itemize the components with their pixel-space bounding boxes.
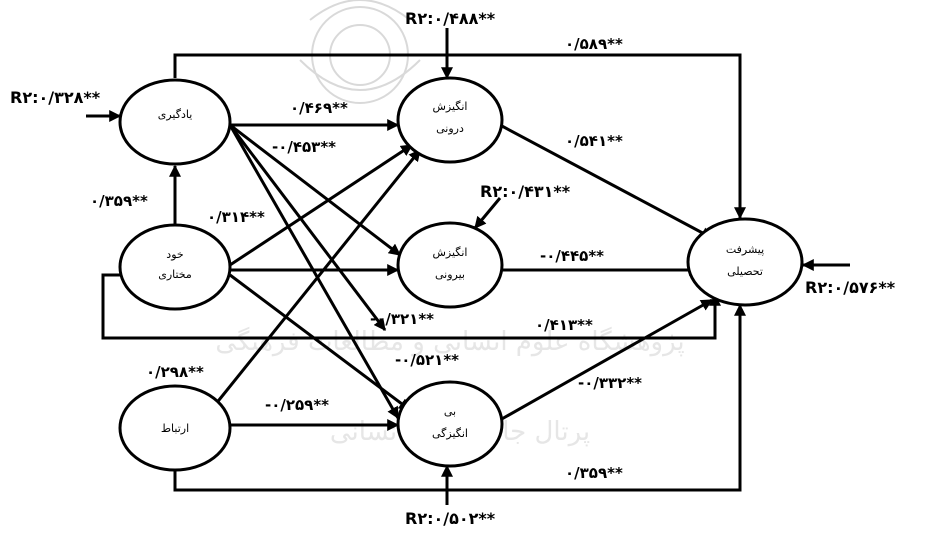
path-relatedness-intrinsic <box>213 149 422 406</box>
path-relatedness-achievement <box>173 303 746 492</box>
coef-learning-amotivation: -۰/۳۲۱** <box>370 310 434 328</box>
node-extrinsic-shape <box>396 221 504 309</box>
path-learning-achievement <box>173 53 746 220</box>
node-intrinsic: انگیزش درونی <box>396 76 504 164</box>
node-learning-shape <box>118 78 232 166</box>
node-autonomy-label-2: مختاری <box>158 268 192 281</box>
coef-autonomy-intrinsic: ۰/۳۱۴** <box>207 208 265 226</box>
node-extrinsic-label-1: انگیزش <box>432 246 467 259</box>
coef-learning-intrinsic: ۰/۴۶۹** <box>290 99 348 117</box>
node-achievement-label-1: پیشرفت <box>726 243 764 256</box>
r2-intrinsic: R۲:۰/۴۸۸** <box>405 9 496 28</box>
r2-amotivation: R۲:۰/۵۰۲** <box>405 509 496 528</box>
coef-autonomy-amotivation: -۰/۵۲۱** <box>395 351 459 369</box>
node-autonomy: خود مختاری <box>118 223 232 311</box>
node-achievement-label-2: تحصیلی <box>727 265 763 278</box>
coef-learning-achievement: ۰/۵۸۹** <box>565 35 623 53</box>
coef-relatedness-intrinsic: ۰/۲۹۸** <box>146 363 204 381</box>
path-learning-extrinsic <box>229 123 401 257</box>
node-learning: یادگیری <box>118 78 232 166</box>
node-intrinsic-label-2: درونی <box>436 122 464 135</box>
watermark-line1: پژوهشگاه علوم انسانی و مطالعات فرهنگی <box>215 326 684 357</box>
r2-learning: R۲:۰/۳۲۸** <box>10 88 101 107</box>
coef-relatedness-amotivation: -۰/۲۵۹** <box>265 396 329 414</box>
node-achievement: پیشرفت تحصیلی <box>686 217 804 307</box>
coef-autonomy-achievement: ۰/۴۱۳** <box>535 316 593 334</box>
coefficient-labels: ۰/۵۸۹** ۰/۴۶۹** -۰/۴۵۳** -۰/۳۲۱** ۰/۳۵۹*… <box>90 35 642 482</box>
path-intrinsic-achievement <box>499 123 714 240</box>
node-amotivation-shape <box>396 380 504 468</box>
path-learning-amotivation-2 <box>228 124 387 331</box>
r2-arrow-extrinsic <box>473 197 502 229</box>
path-lines <box>86 28 850 505</box>
node-relatedness: ارتباط <box>118 384 232 472</box>
path-autonomy-intrinsic <box>229 143 414 267</box>
coef-autonomy-learning: ۰/۳۵۹** <box>90 192 148 210</box>
coef-learning-extrinsic: -۰/۴۵۳** <box>272 138 336 156</box>
r2-labels: R۲:۰/۳۲۸** R۲:۰/۴۸۸** R۲:۰/۴۳۱** R۲:۰/۵۰… <box>10 9 896 528</box>
node-intrinsic-shape <box>396 76 504 164</box>
r2-achievement: R۲:۰/۵۷۶** <box>805 278 896 297</box>
r2-extrinsic: R۲:۰/۴۳۱** <box>480 182 571 201</box>
node-amotivation-label-2: انگیزگی <box>432 427 468 440</box>
node-amotivation: بی انگیزگی <box>396 380 504 468</box>
path-autonomy-achievement <box>101 273 721 340</box>
node-extrinsic-label-2: بیرونی <box>435 268 465 281</box>
coef-extrinsic-achievement: -۰/۴۴۵** <box>540 247 604 265</box>
node-autonomy-label-1: خود <box>166 248 183 261</box>
coef-relatedness-achievement: ۰/۳۵۹** <box>565 464 623 482</box>
path-amotivation-achievement <box>499 298 714 422</box>
coef-intrinsic-achievement: ۰/۵۴۱** <box>565 132 623 150</box>
node-relatedness-label: ارتباط <box>161 422 189 435</box>
coef-amotivation-achievement: -۰/۳۳۲** <box>578 374 642 392</box>
node-amotivation-label-1: بی <box>444 405 456 418</box>
node-relatedness-shape <box>118 384 232 472</box>
node-extrinsic: انگیزش بیرونی <box>396 221 504 309</box>
node-achievement-shape <box>686 217 804 307</box>
node-autonomy-shape <box>118 223 232 311</box>
node-learning-label: یادگیری <box>158 108 193 121</box>
node-intrinsic-label-1: انگیزش <box>432 100 467 113</box>
path-autonomy-amotivation <box>229 273 411 412</box>
